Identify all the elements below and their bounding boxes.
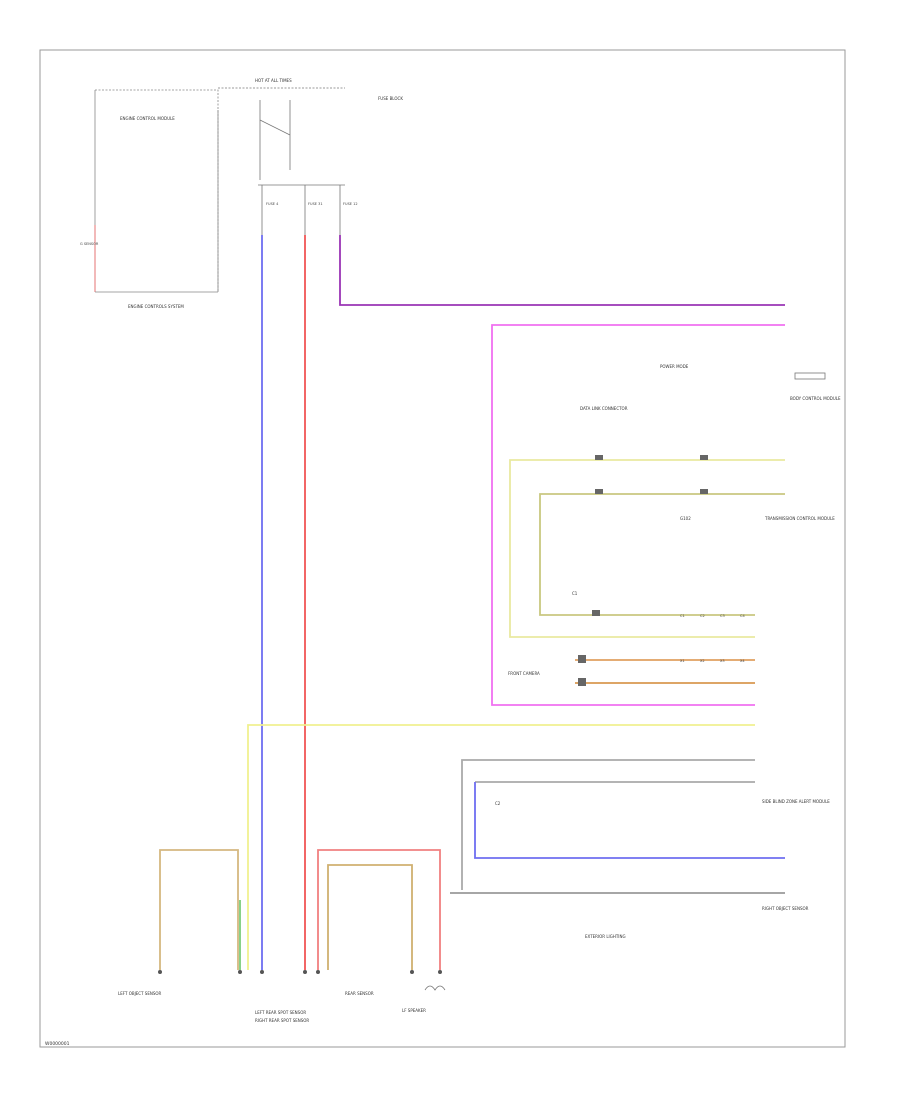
wire-pink	[491, 324, 785, 706]
wire-blue-lower	[474, 782, 785, 859]
right-rear-spot-label: RIGHT REAR SPOT SENSOR	[255, 1018, 309, 1023]
wire-tan-loop	[327, 864, 413, 970]
hot-at-all-times-label: HOT AT ALL TIMES	[255, 78, 292, 83]
figure-id: W0000001	[45, 1041, 70, 1047]
wire-purple	[339, 235, 785, 306]
wire-yellow-top	[509, 459, 785, 638]
connector-blocks	[578, 372, 826, 686]
ground-symbols	[158, 970, 442, 974]
speaker-symbol	[424, 985, 446, 991]
wire-gray-1	[461, 759, 755, 890]
trans-control-label: TRANSMISSION CONTROL MODULE	[764, 516, 835, 521]
wire-red-loop	[317, 849, 441, 970]
c1-label: C1	[572, 591, 578, 596]
pin-labels-right: C1 C2 C3 C4 X1 X2 X3 X4	[680, 614, 745, 663]
diagram-frame	[39, 49, 846, 1048]
svg-text:C2: C2	[700, 614, 705, 618]
ecm-label: ENGINE CONTROL MODULE	[120, 116, 175, 121]
exterior-lighting-label: EXTERIOR LIGHTING	[585, 934, 626, 939]
left-rear-spot-label: LEFT REAR SPOT SENSOR	[255, 1010, 306, 1015]
engine-controls-system-label: ENGINE CONTROLS SYSTEM	[128, 304, 184, 309]
c2-label: C2	[495, 801, 501, 806]
front-camera-label: FRONT CAMERA	[508, 671, 540, 676]
wire-yellow-olive	[539, 493, 785, 616]
svg-text:X3: X3	[720, 659, 725, 663]
lf-speaker-label: LF SPEAKER	[402, 1008, 426, 1013]
power-mode-label: POWER MODE	[660, 364, 689, 369]
svg-text:X2: X2	[700, 659, 705, 663]
right-object-sensor-label: RIGHT OBJECT SENSOR	[762, 906, 809, 911]
fuse-c-label: FUSE 12	[343, 202, 358, 206]
g-sensor-label: G SENSOR	[80, 242, 99, 246]
engine-control-module	[94, 89, 219, 293]
body-control-label: BODY CONTROL MODULE	[790, 396, 841, 401]
side-blind-zone-label: SIDE BLIND ZONE ALERT MODULE	[762, 799, 830, 804]
rear-sensor-label: REAR SENSOR	[345, 991, 374, 996]
fuse-b-label: FUSE 31	[308, 202, 323, 206]
fuse-block-label: FUSE BLOCK	[378, 96, 403, 101]
wire-yellow-long	[247, 724, 755, 970]
left-object-sensor-label: LEFT OBJECT SENSOR	[118, 991, 162, 996]
g102-label: G102	[680, 516, 691, 521]
wire-tan	[159, 849, 239, 970]
fuse-block	[218, 87, 345, 235]
fuse-a-label: FUSE 4	[266, 202, 279, 206]
svg-text:C4: C4	[740, 614, 745, 618]
svg-text:C1: C1	[680, 614, 685, 618]
svg-text:X4: X4	[740, 659, 745, 663]
svg-text:C3: C3	[720, 614, 725, 618]
svg-text:X1: X1	[680, 659, 685, 663]
data-links-label: DATA LINK CONNECTOR	[580, 406, 628, 411]
wires	[159, 235, 785, 970]
